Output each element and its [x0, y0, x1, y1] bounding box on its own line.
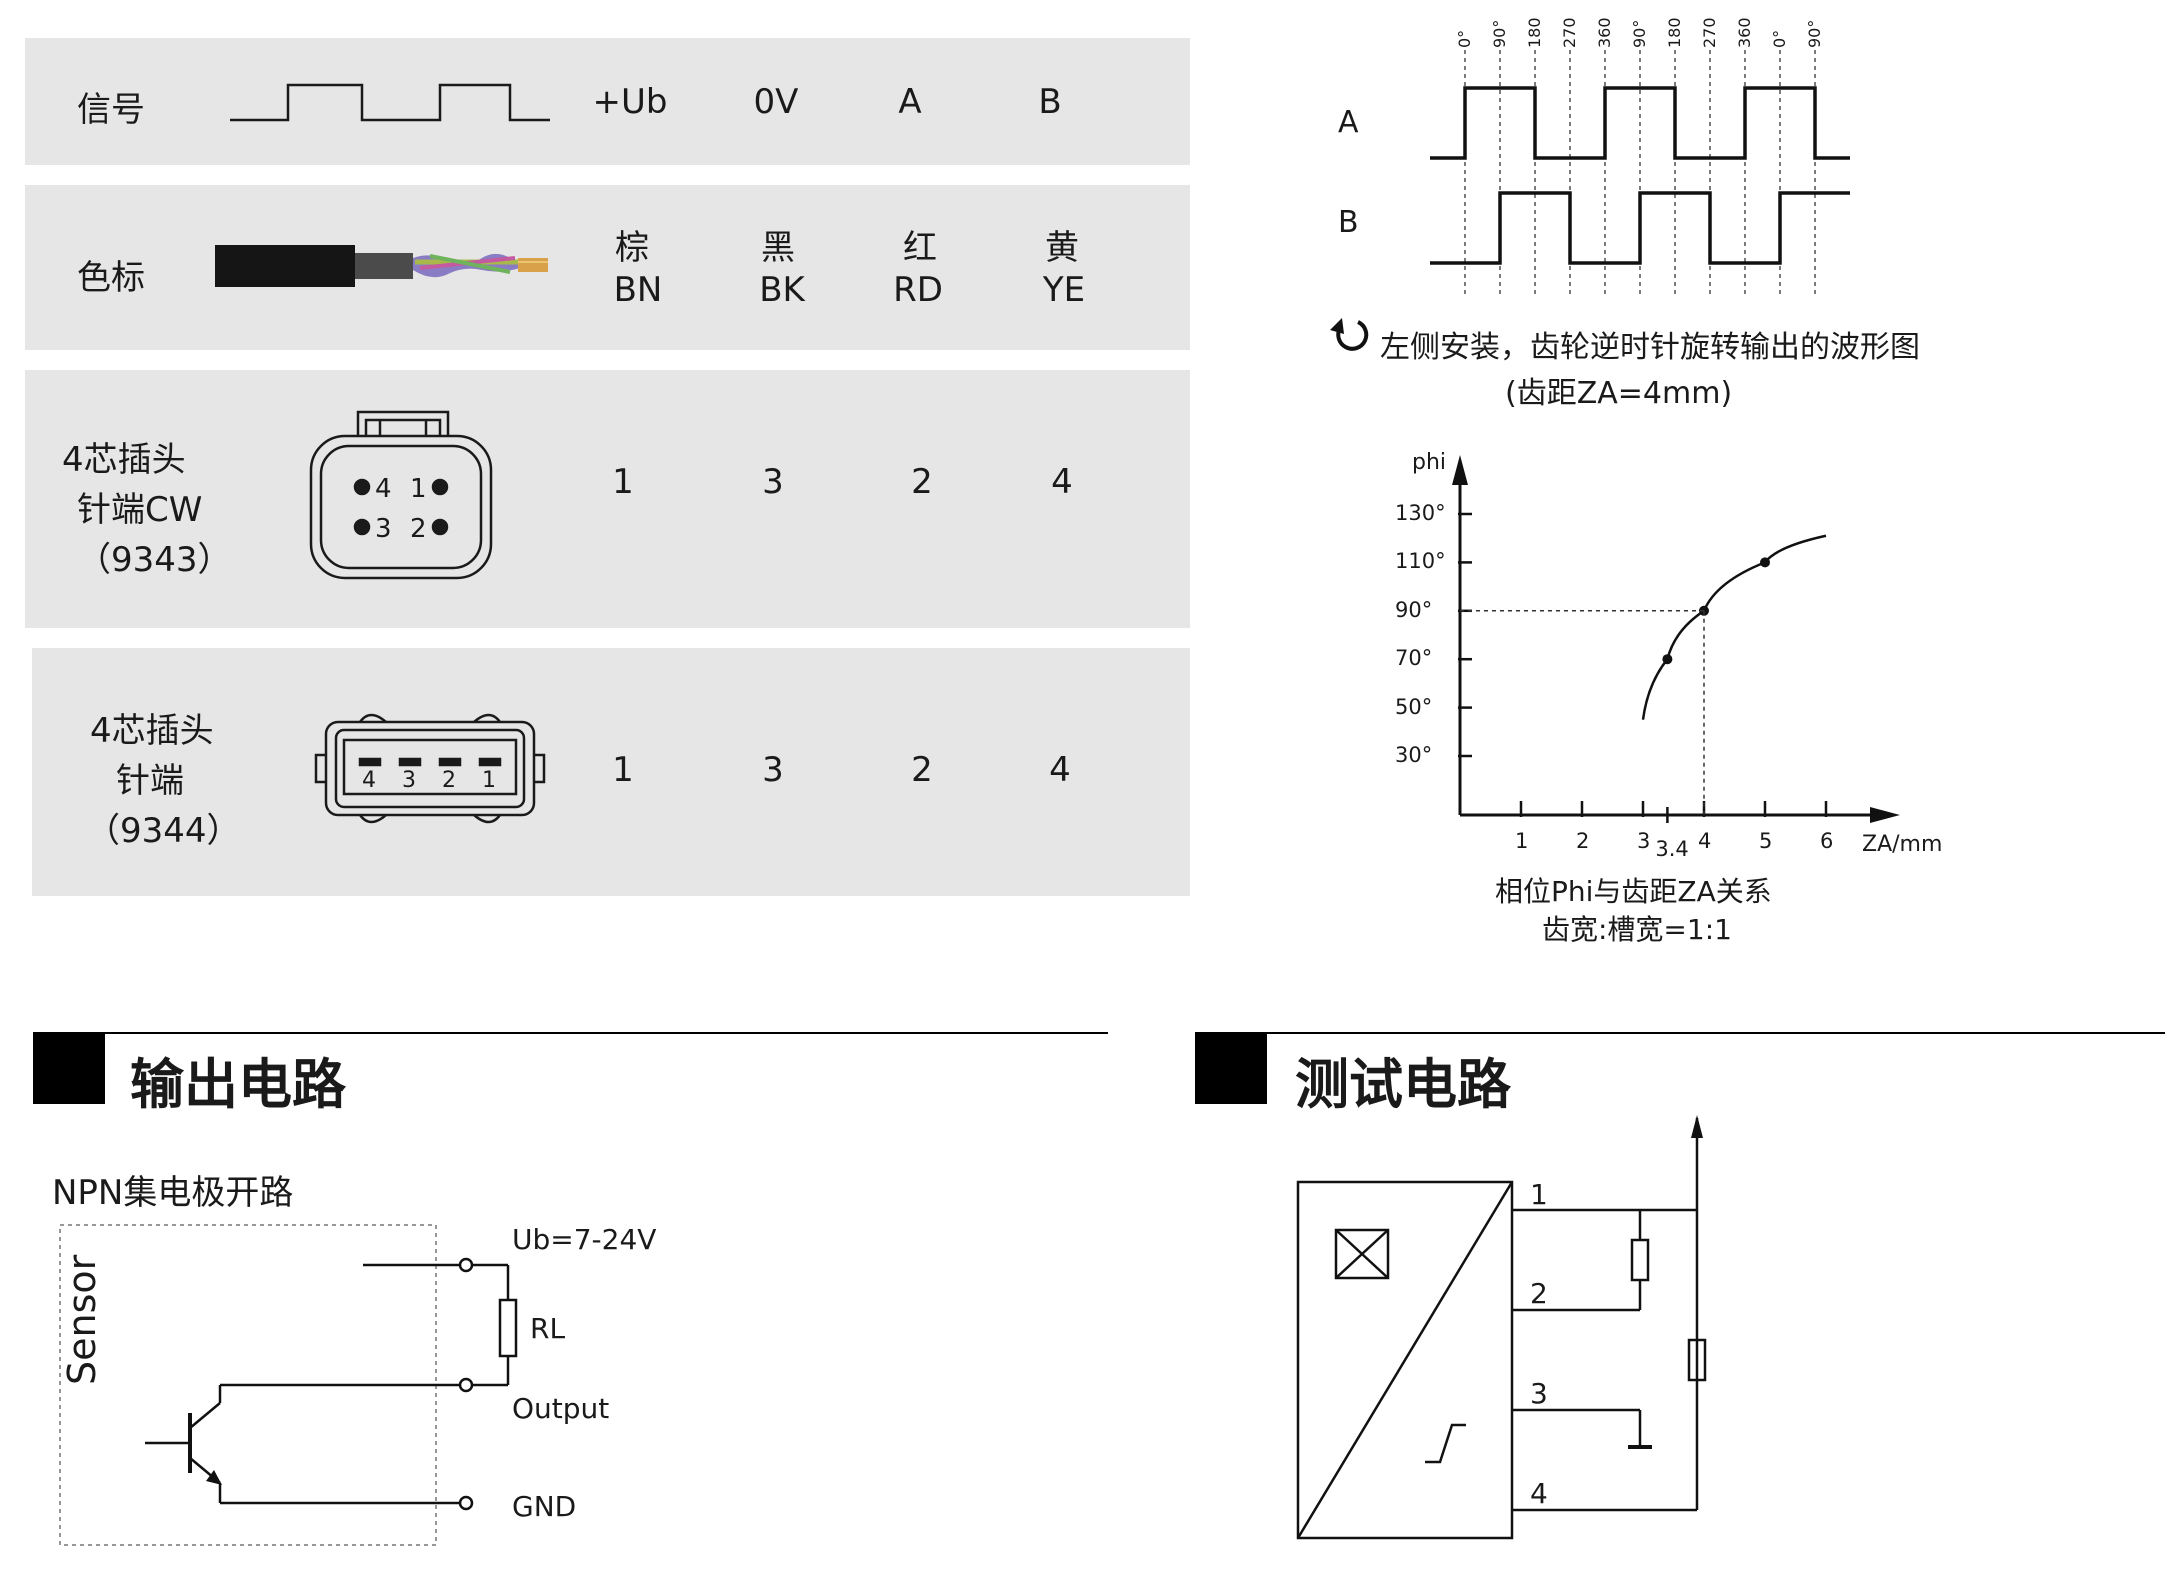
sensor-label: Sensor [60, 1254, 104, 1385]
s-pin-3: 3 [402, 768, 416, 793]
phase-data-point [1662, 654, 1673, 665]
signal-row-label: 信号 [77, 90, 145, 130]
output-header-block [33, 1032, 105, 1104]
phase-label-8: 360 [1735, 17, 1754, 48]
output-circuit-title: 输出电路 [130, 1053, 346, 1116]
cw-pin-3: 3 [375, 514, 392, 544]
test-header-block [1195, 1032, 1267, 1104]
color-cn-2: 红 [903, 228, 937, 268]
phase-data-point [1760, 557, 1770, 568]
phase-label-3: 270 [1560, 17, 1579, 48]
phase-label-4: 360 [1595, 17, 1614, 48]
cw-pin-2: 2 [410, 514, 427, 544]
wave-b-label: B [1338, 205, 1359, 240]
signal-col-b: B [1038, 82, 1062, 122]
color-code-1: BK [759, 270, 805, 310]
plug-cw-value-3: 4 [1051, 462, 1073, 502]
phase-xlabel: ZA/mm [1862, 832, 1943, 857]
s-pin-1: 1 [482, 768, 496, 793]
phase-label-0: 0° [1455, 29, 1474, 48]
ccw-rotation-icon [1336, 320, 1369, 351]
color-code-0: BN [613, 270, 663, 310]
rl-label: RL [530, 1312, 566, 1345]
cw-pin-1: 1 [410, 474, 427, 504]
test-header-rule [1195, 1032, 2165, 1034]
wave-a-label: A [1338, 105, 1359, 140]
waveform-caption-line2: (齿距ZA=4mm) [1505, 376, 1733, 411]
plug-9344-row-panel [32, 648, 1190, 896]
phase-xtick-label: 1 [1515, 829, 1529, 853]
phase-ytick-label: 110° [1395, 549, 1446, 574]
phase-caption-line1: 相位Phi与齿距ZA关系 [1495, 875, 1772, 908]
phase-xtick-label: 4 [1698, 829, 1712, 853]
ub-label: Ub=7-24V [512, 1223, 657, 1256]
output-label: Output [512, 1392, 610, 1425]
plug-9344-label-line1: 4芯插头 [90, 711, 214, 751]
plug-cw-value-0: 1 [612, 462, 634, 502]
phase-label-10: 90° [1805, 19, 1824, 48]
output-header-rule [33, 1032, 1108, 1034]
phase-ylabel: phi [1412, 450, 1447, 475]
signal-col-a: A [898, 82, 922, 122]
wave-b-line [1430, 191, 1850, 265]
phase-xtick-label: 6 [1820, 829, 1834, 853]
test-pin-3: 3 [1530, 1377, 1548, 1410]
plug-9344-value-1: 3 [762, 750, 784, 790]
test-circuit-title: 测试电路 [1295, 1053, 1511, 1116]
color-cn-3: 黄 [1045, 228, 1079, 268]
phase-label-1: 90° [1490, 19, 1509, 48]
wave-a-line [1430, 86, 1850, 160]
test-pin-2: 2 [1530, 1277, 1548, 1310]
signal-col-0v: 0V [753, 82, 799, 122]
output-circuit-subtitle: NPN集电极开路 [52, 1173, 294, 1213]
plug-cw-value-2: 2 [911, 462, 933, 502]
test-pin-1: 1 [1530, 1178, 1548, 1211]
color-code-3: YE [1042, 270, 1086, 310]
s-pin-4: 4 [362, 768, 376, 793]
phase-caption-line2: 齿宽:槽宽=1:1 [1542, 913, 1732, 946]
plug-9344-label-line3: （9344） [86, 811, 241, 851]
plug-cw-label-line2: 针端CW [77, 490, 203, 530]
phase-label-6: 180 [1665, 17, 1684, 48]
test-pin-4: 4 [1530, 1477, 1548, 1510]
color-row-label: 色标 [77, 258, 145, 298]
signal-col-ub: +Ub [592, 82, 668, 122]
rl-resistor [498, 1298, 518, 1358]
phase-label-7: 270 [1700, 17, 1719, 48]
phase-ytick-label: 70° [1395, 646, 1433, 671]
phase-ytick-label: 30° [1395, 743, 1433, 767]
plug-cw-label-line3: （9343） [77, 540, 232, 580]
plug-9344-value-0: 1 [612, 750, 634, 790]
phase-label-2: 180 [1525, 17, 1544, 48]
phase-data-point [1699, 605, 1709, 616]
phase-ytick-label: 50° [1395, 694, 1433, 719]
plug-9344-value-3: 4 [1049, 750, 1071, 790]
phase-curve [1641, 534, 1827, 720]
phase-xtick-label: 2 [1576, 829, 1590, 853]
plug-9344-label-line2: 针端 [116, 761, 184, 801]
color-cn-0: 棕 [615, 228, 649, 268]
plug-cw-row-panel [25, 370, 1190, 628]
cw-pin-4: 4 [375, 474, 392, 504]
phase-xtick-label: 3.4 [1655, 837, 1689, 861]
plug-cw-label-line1: 4芯插头 [62, 440, 186, 480]
waveform-caption-line1: 左侧安装，齿轮逆时针旋转输出的波形图 [1380, 330, 1920, 365]
plug-cw-value-1: 3 [762, 462, 784, 502]
phase-xtick-label: 5 [1759, 829, 1773, 853]
phase-ytick-label: 90° [1395, 597, 1433, 622]
phase-label-9: 0° [1770, 29, 1789, 48]
s-pin-2: 2 [442, 768, 456, 793]
phase-label-5: 90° [1630, 19, 1649, 48]
phase-ytick-label: 130° [1395, 501, 1446, 525]
gnd-label: GND [512, 1490, 577, 1523]
phase-xtick-label: 3 [1637, 829, 1651, 853]
signal-row-panel [25, 38, 1190, 165]
plug-9344-value-2: 2 [911, 750, 933, 790]
color-cn-1: 黑 [761, 228, 795, 268]
color-code-2: RD [893, 270, 943, 310]
